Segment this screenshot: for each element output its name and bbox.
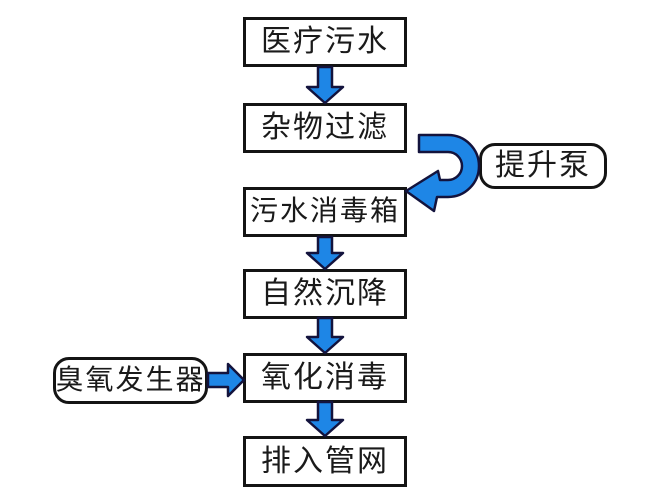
down-arrow-natural-settling-to-oxidation-disinfection	[305, 316, 345, 355]
node-medical-wastewater: 医疗污水	[243, 17, 407, 67]
right-arrow-ozone-generator-to-oxidation-disinfection	[206, 362, 246, 398]
node-discharge-to-pipe-network: 排入管网	[243, 436, 407, 487]
node-debris-filtration: 杂物过滤	[243, 103, 407, 153]
hook-arrow-debris-filtration-to-sewage-disinfection-tank	[404, 133, 481, 213]
down-arrow-medical-wastewater-to-debris-filtration	[305, 65, 345, 105]
node-natural-settling: 自然沉降	[243, 269, 407, 319]
node-lift-pump: 提升泵	[479, 143, 607, 189]
node-ozone-generator: 臭氧发生器	[53, 357, 208, 404]
down-arrow-sewage-disinfection-tank-to-natural-settling	[305, 235, 345, 271]
node-sewage-disinfection-tank: 污水消毒箱	[243, 187, 407, 237]
down-arrow-oxidation-disinfection-to-discharge-to-pipe-network	[305, 400, 345, 438]
node-oxidation-disinfection: 氧化消毒	[243, 353, 407, 403]
